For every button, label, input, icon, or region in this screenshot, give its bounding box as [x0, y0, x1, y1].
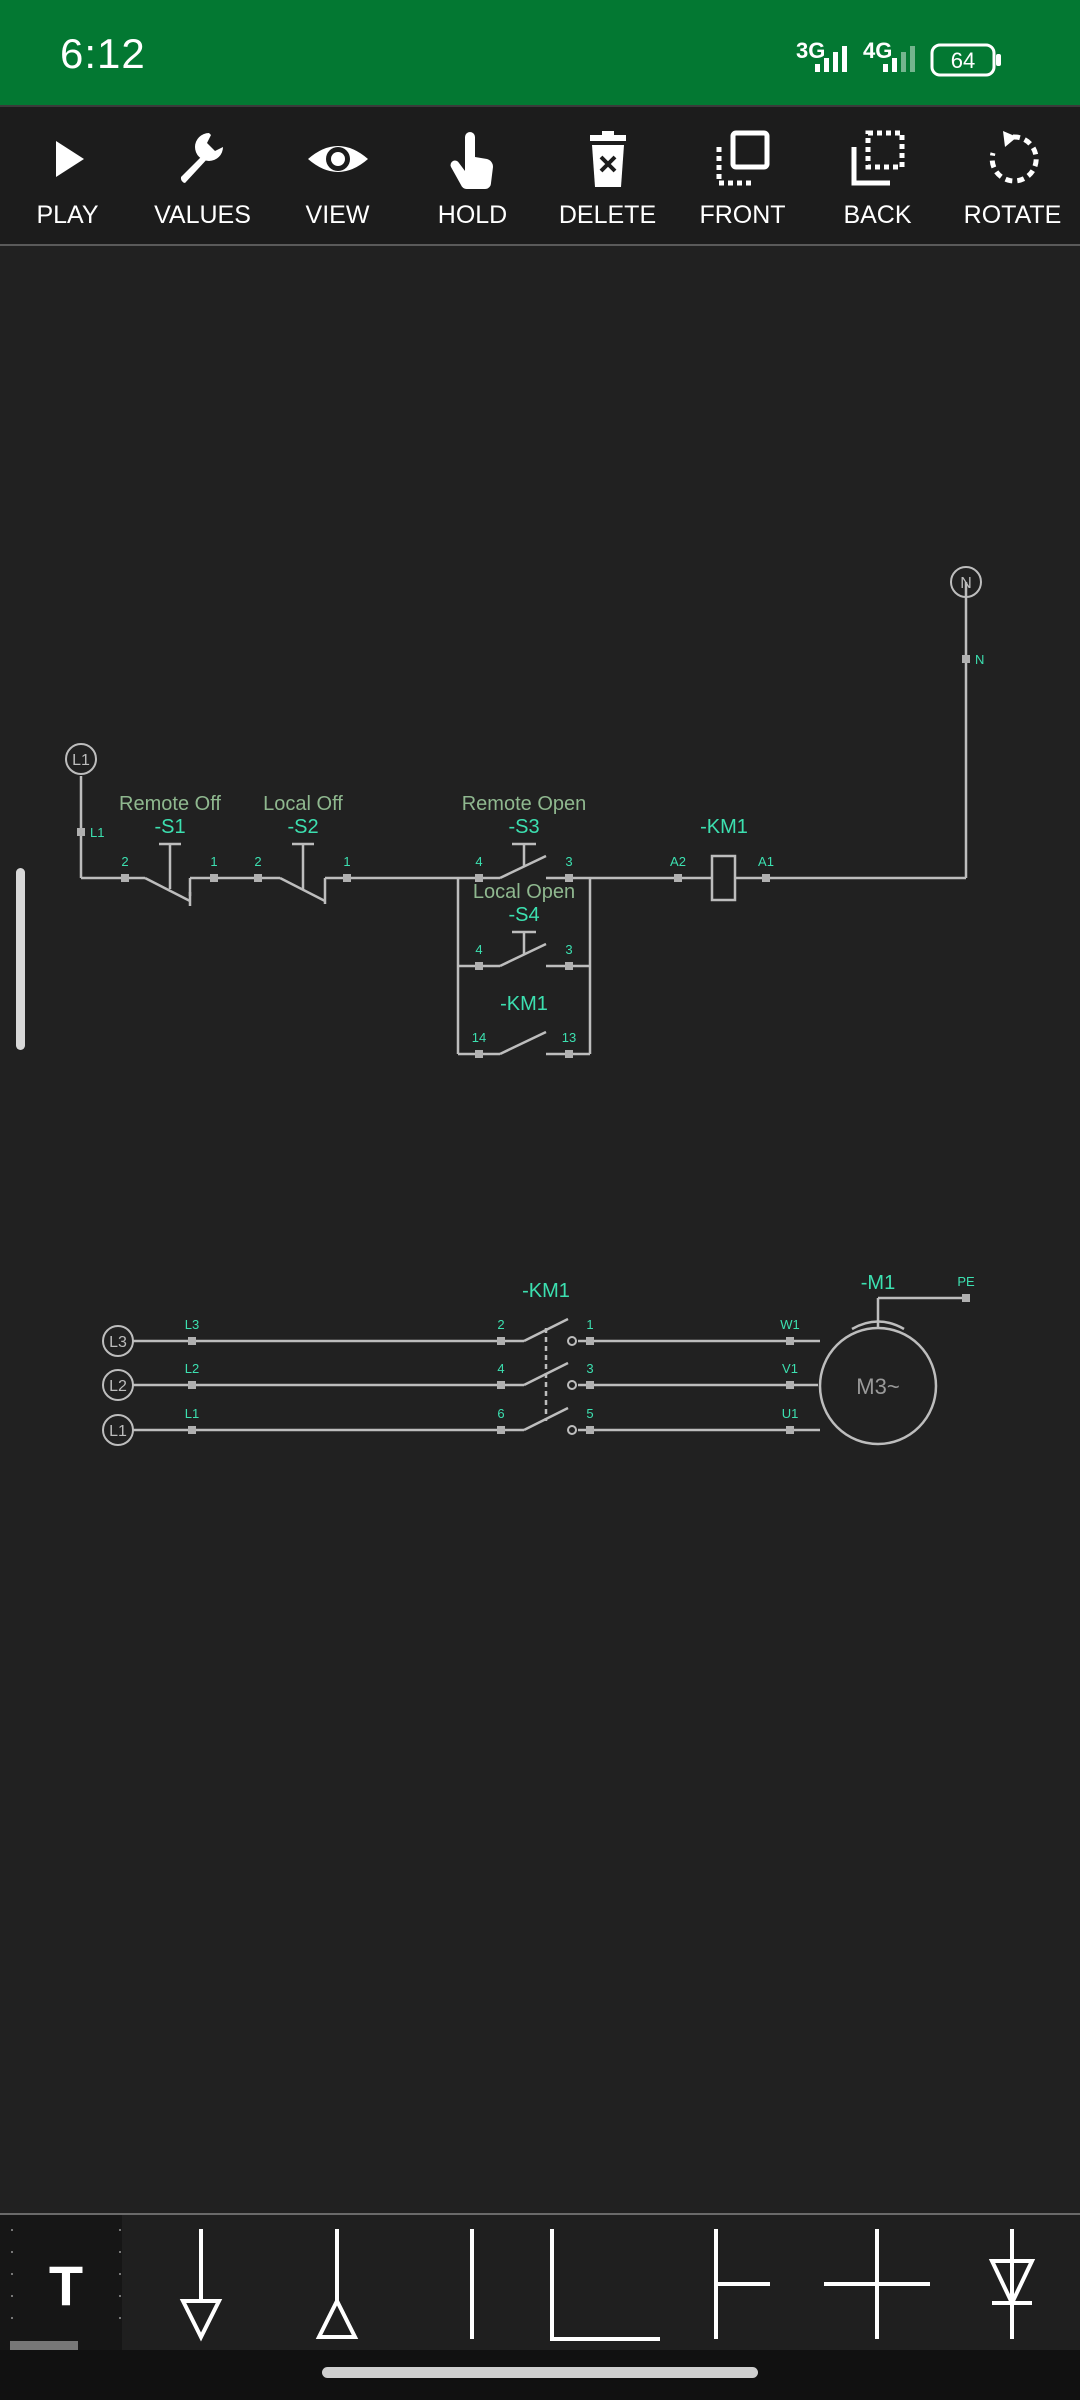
hold-label: HOLD — [437, 201, 508, 229]
wire-cross-icon[interactable] — [824, 2229, 930, 2339]
network-4g-label: 4G — [863, 38, 892, 63]
km1-main-pin-in-2: 4 — [497, 1361, 504, 1376]
s4-pin-out: 3 — [565, 942, 572, 957]
phase-l2-symbol[interactable] — [102, 1369, 134, 1401]
front-button[interactable]: FRONT — [675, 107, 810, 244]
drawing-canvas[interactable]: L1 N L1 N 2 1 2 1 4 3 4 3 14 13 A2 A1 Re… — [0, 244, 1080, 2214]
km1-main-pin-out-3: 5 — [586, 1406, 593, 1421]
km1-aux-pin-out: 13 — [562, 1030, 576, 1045]
phase-l3-label: L3 — [109, 1334, 127, 1351]
motor-tag[interactable]: -M1 — [861, 1272, 895, 1294]
network-3g-label: 3G — [796, 38, 825, 63]
motor-terminal-u1: U1 — [782, 1406, 799, 1421]
phase-l2-label: L2 — [109, 1378, 127, 1395]
bring-to-front-icon — [716, 130, 769, 186]
s2-description: Local Off — [263, 793, 343, 815]
hold-button[interactable]: HOLD — [405, 107, 540, 244]
text-tool-icon[interactable]: T — [0, 2215, 122, 2351]
play-label: PLAY — [36, 201, 99, 229]
s2-tag[interactable]: -S2 — [287, 816, 318, 838]
phase-l2-terminal: L2 — [185, 1361, 199, 1376]
trash-icon — [589, 131, 626, 187]
supply-down-icon[interactable] — [179, 2229, 223, 2342]
s3-pin-out: 3 — [565, 854, 572, 869]
s4-description: Local Open — [473, 881, 575, 903]
view-label: VIEW — [305, 201, 370, 229]
battery-icon: 64 — [930, 43, 1001, 77]
back-label: BACK — [843, 201, 912, 229]
terminal-l1-label: L1 — [90, 825, 104, 840]
s4-pin-in: 4 — [475, 942, 482, 957]
system-nav-bar — [0, 2350, 1080, 2400]
eye-icon — [307, 146, 368, 172]
view-button[interactable]: VIEW — [270, 107, 405, 244]
wire-tee-icon[interactable] — [714, 2229, 770, 2339]
cellular-3g-icon: 3G — [796, 38, 847, 72]
wire-corner-icon[interactable] — [550, 2229, 660, 2341]
s1-pin-in: 2 — [121, 854, 128, 869]
s3-tag[interactable]: -S3 — [508, 816, 539, 838]
battery-level: 64 — [951, 48, 975, 73]
status-icons: 3G 4G 64 — [796, 38, 1001, 77]
values-label: VALUES — [154, 201, 251, 229]
send-to-back-icon — [851, 130, 904, 186]
phase-l1-symbol[interactable] — [102, 1414, 134, 1446]
palette-svg: T — [0, 2215, 1036, 2351]
motor-label: M3~ — [856, 1374, 899, 1399]
km1-main-pin-out-1: 1 — [586, 1317, 593, 1332]
s2-pin-in: 2 — [254, 854, 261, 869]
s2-pin-out: 1 — [343, 854, 350, 869]
supply-n-label: N — [960, 575, 972, 592]
toolbar: PLAY VALUES VIEW HOLD DELETE F — [0, 105, 1080, 246]
hand-pointer-icon — [450, 132, 493, 190]
s1-tag[interactable]: -S1 — [154, 816, 185, 838]
phase-l3-symbol[interactable] — [102, 1325, 134, 1357]
s1-description: Remote Off — [119, 793, 221, 815]
front-label: FRONT — [699, 201, 786, 229]
component-palette: T — [0, 2213, 1080, 2353]
vertical-scrollbar[interactable] — [16, 868, 25, 1050]
motor-terminal-w1: W1 — [780, 1317, 800, 1332]
km1-main-pin-in-3: 6 — [497, 1406, 504, 1421]
rotate-label: ROTATE — [963, 201, 1062, 229]
km1-coil-pin-in: A2 — [670, 854, 686, 869]
values-button[interactable]: VALUES — [135, 107, 270, 244]
supply-up-icon[interactable] — [315, 2229, 359, 2339]
km1-aux-tag[interactable]: -KM1 — [500, 993, 548, 1015]
schematic-svg: L1 N L1 N 2 1 2 1 4 3 4 3 14 13 A2 A1 Re… — [65, 566, 984, 1446]
supply-l1-label: L1 — [72, 752, 90, 769]
status-bar: 6:12 3G 4G 64 — [0, 0, 1080, 105]
s1-pin-out: 1 — [210, 854, 217, 869]
back-button[interactable]: BACK — [810, 107, 945, 244]
rotate-button[interactable]: ROTATE — [945, 107, 1080, 244]
s3-description: Remote Open — [462, 793, 587, 815]
play-icon — [55, 141, 84, 177]
phase-l3-terminal: L3 — [185, 1317, 199, 1332]
status-time: 6:12 — [60, 30, 146, 77]
supply-l1-symbol[interactable] — [65, 743, 97, 775]
motor-earth-terminal: PE — [957, 1274, 975, 1289]
km1-aux-pin-in: 14 — [472, 1030, 486, 1045]
supply-n-symbol[interactable] — [950, 566, 982, 598]
diode-icon[interactable] — [988, 2229, 1036, 2339]
rotate-icon — [989, 131, 1039, 184]
text-tool-glyph: T — [49, 2254, 83, 2317]
wrench-icon — [180, 133, 223, 183]
home-gesture-handle[interactable] — [322, 2367, 758, 2378]
km1-main-tag[interactable]: -KM1 — [522, 1280, 570, 1302]
play-button[interactable]: PLAY — [0, 107, 135, 244]
km1-coil-tag[interactable]: -KM1 — [700, 816, 748, 838]
phase-l1-terminal: L1 — [185, 1406, 199, 1421]
delete-button[interactable]: DELETE — [540, 107, 675, 244]
phase-l1-label: L1 — [109, 1423, 127, 1440]
terminal-n-label: N — [975, 652, 984, 667]
s4-tag[interactable]: -S4 — [508, 904, 539, 926]
cellular-4g-icon: 4G — [863, 38, 915, 72]
km1-main-pin-in-1: 2 — [497, 1317, 504, 1332]
km1-coil-pin-out: A1 — [758, 854, 774, 869]
km1-main-pin-out-2: 3 — [586, 1361, 593, 1376]
s3-pin-in: 4 — [475, 854, 482, 869]
motor-terminal-v1: V1 — [782, 1361, 798, 1376]
delete-label: DELETE — [558, 201, 657, 229]
